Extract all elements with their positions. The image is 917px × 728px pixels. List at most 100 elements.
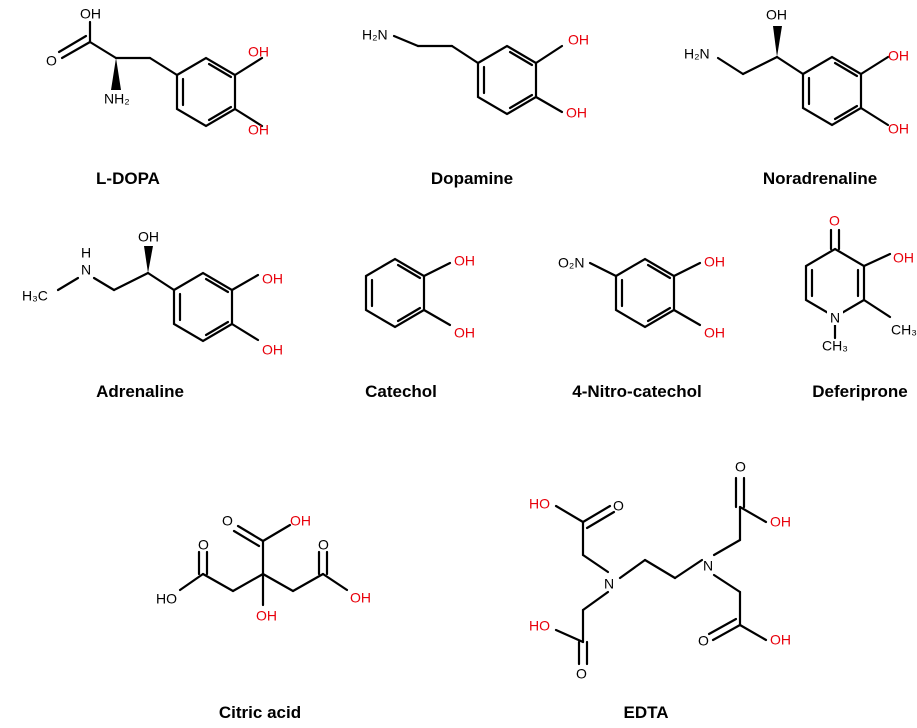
adrenaline-wedge (144, 246, 153, 273)
edta-bond-n1-ch2-up (581, 553, 610, 574)
citric-oh-center: OH (256, 608, 277, 624)
edta-ho-ul: HO (529, 496, 550, 512)
edta-bond-c-c (643, 558, 677, 580)
edta-bond-n1-ch2-down (581, 590, 610, 612)
edta-n-right: N (703, 558, 713, 574)
ldopa-bond-ch2 (148, 56, 179, 77)
edta-bond-c-n2 (673, 558, 704, 580)
citric-bond-left-c (201, 572, 235, 593)
nitrocatechol-oh-top: OH (704, 254, 725, 270)
dopamine-oh-bottom: OH (566, 105, 587, 121)
edta-bond-c-oh-lr (738, 623, 768, 642)
molecule-noradrenaline: OH H₂N OH OH Noradrenaline (684, 7, 909, 188)
edta-bond-c-oh-ll (554, 628, 585, 644)
adrenaline-bond-ch3 (56, 276, 80, 292)
citric-bond-top-o-b (232, 529, 261, 548)
dopamine-bond-n (392, 34, 420, 48)
molecule-dopamine: H₂N OH OH Dopamine (362, 27, 589, 188)
ldopa-acid-oh: OH (80, 6, 101, 22)
nitrocatechol-ring-double-3 (646, 306, 672, 323)
adrenaline-ring-double-3 (204, 320, 230, 337)
molecule-adrenaline: OH H N H₃C OH OH Adrenaline (22, 229, 283, 401)
edta-bond-c-oh-ul (554, 504, 585, 524)
deferiprone-ch3-n: CH₃ (822, 338, 848, 354)
nitrocatechol-ring-double-2 (646, 263, 672, 280)
ldopa-wedge (111, 58, 121, 90)
citric-bond-right-ch2 (261, 572, 295, 593)
edta-o-ul: O (613, 498, 624, 514)
noradrenaline-ring-double-2 (833, 61, 859, 78)
noradrenaline-oh-top: OH (888, 48, 909, 64)
catechol-oh-top: OH (454, 253, 475, 269)
edta-bond-c-o-lr-a (711, 623, 742, 642)
deferiprone-oh: OH (893, 250, 914, 266)
noradrenaline-h2n: H₂N (684, 46, 710, 62)
ldopa-oh-top: OH (248, 44, 269, 60)
catechol-oh-bottom: OH (454, 325, 475, 341)
noradrenaline-wedge (773, 26, 782, 57)
noradrenaline-oh-chain: OH (766, 7, 787, 23)
adrenaline-h3c: H₃C (22, 288, 48, 304)
deferiprone-o: O (829, 213, 840, 229)
edta-bond-c-o-ul-a (581, 504, 612, 524)
dopamine-ring-double-3 (508, 93, 534, 110)
adrenaline-oh-top: OH (262, 271, 283, 287)
ldopa-bond-oh1 (233, 56, 264, 77)
adrenaline-oh-bottom: OH (262, 342, 283, 358)
citric-oh-right: OH (350, 590, 371, 606)
name-deferiprone: Deferiprone (812, 382, 907, 401)
adrenaline-bond-nh (92, 276, 116, 292)
ldopa-oh-bottom: OH (248, 122, 269, 138)
dopamine-ring-double-2 (508, 50, 534, 67)
dopamine-bond-oh2 (534, 95, 564, 114)
name-catechol: Catechol (365, 382, 437, 401)
edta-o-lr: O (698, 633, 709, 649)
dopamine-ring (476, 44, 538, 116)
catechol-bond-oh2 (422, 308, 452, 327)
noradrenaline-ring (801, 55, 863, 127)
nitrocatechol-oh-bottom: OH (704, 325, 725, 341)
nitrocatechol-bond-no2 (588, 261, 618, 278)
citric-bond-right-oh (321, 572, 349, 592)
ldopa-nh2: NH₂ (104, 91, 130, 107)
edta-bond-n1-c (618, 558, 647, 580)
citric-ho-left: HO (156, 591, 177, 607)
molecule-citric: O OH O O HO OH OH Citric acid (156, 513, 371, 722)
ldopa-bond-c-o-a (60, 40, 92, 60)
molecule-edta: N N HO O HO O O OH O OH EDTA (529, 459, 791, 722)
name-adrenaline: Adrenaline (96, 382, 184, 401)
noradrenaline-bond-choh (775, 55, 805, 76)
catechol-ring-double-3 (396, 306, 422, 323)
name-nitrocatechol: 4-Nitro-catechol (572, 382, 701, 401)
citric-oh-top: OH (290, 513, 311, 529)
deferiprone-n: N (830, 310, 840, 326)
molecule-nitrocatechol: O₂N OH OH 4-Nitro-catechol (558, 254, 725, 401)
adrenaline-bond-choh (146, 271, 176, 292)
ldopa-bond-oh2 (233, 107, 264, 128)
name-ldopa: L-DOPA (96, 169, 160, 188)
noradrenaline-bond-n (716, 56, 745, 76)
noradrenaline-bond-oh2 (859, 106, 890, 127)
edta-bond-n2-ch2-up (712, 538, 742, 557)
ldopa-ring-double-2 (207, 62, 233, 79)
adrenaline-ring (172, 271, 234, 343)
adrenaline-h: H (81, 245, 91, 261)
adrenaline-bond-oh2 (230, 322, 260, 342)
edta-bond-c-oh-ur (738, 505, 768, 524)
ldopa-acid-o: O (46, 53, 57, 69)
adrenaline-oh-chain: OH (138, 229, 159, 245)
ldopa-bond-c-o-b (57, 34, 88, 54)
molecule-ldopa: OH OH OH O NH₂ L-DOPA (46, 6, 269, 188)
catechol-bond-oh1 (422, 261, 452, 278)
molecule-deferiprone: N O OH CH₃ CH₃ Deferiprone (804, 213, 917, 401)
edta-oh-ur: OH (770, 514, 791, 530)
edta-o-ll: O (576, 666, 587, 682)
ldopa-ring (175, 56, 237, 128)
name-noradrenaline: Noradrenaline (763, 169, 877, 188)
nitrocatechol-bond-oh2 (672, 308, 702, 327)
nitrocatechol-o2n: O₂N (558, 255, 584, 271)
molecule-catechol: OH OH Catechol (364, 253, 475, 401)
adrenaline-bond-ch2 (112, 271, 150, 292)
dopamine-h2n: H₂N (362, 27, 388, 43)
